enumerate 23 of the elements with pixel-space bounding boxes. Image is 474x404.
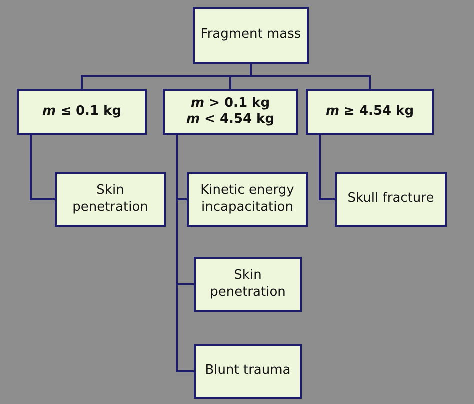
category-box [306,89,434,135]
box-label: Skin penetration [72,183,150,216]
box-label: m > 0.1 kg [191,96,270,112]
box-label: Skin penetration [209,268,287,301]
root-box [193,7,309,64]
category-box [335,172,447,227]
category-box [187,172,308,227]
category-box [194,344,302,399]
category-box [163,89,298,135]
box-label: m ≤ 0.1 kg [42,104,122,120]
box-label: Fragment mass [200,27,302,44]
connector-line [250,64,371,89]
category-box [194,257,302,312]
box-label: Kinetic energy incapacitation [200,183,296,216]
connector-line [319,135,335,200]
box-label: Skull fracture [348,191,434,208]
box-label: Blunt trauma [205,363,291,380]
box-label: m < 4.54 kg [186,112,275,128]
category-box [17,89,147,135]
connector-line [30,135,55,200]
category-box [55,172,166,227]
connector-line [176,135,194,372]
box-label: m ≥ 4.54 kg [326,104,414,120]
